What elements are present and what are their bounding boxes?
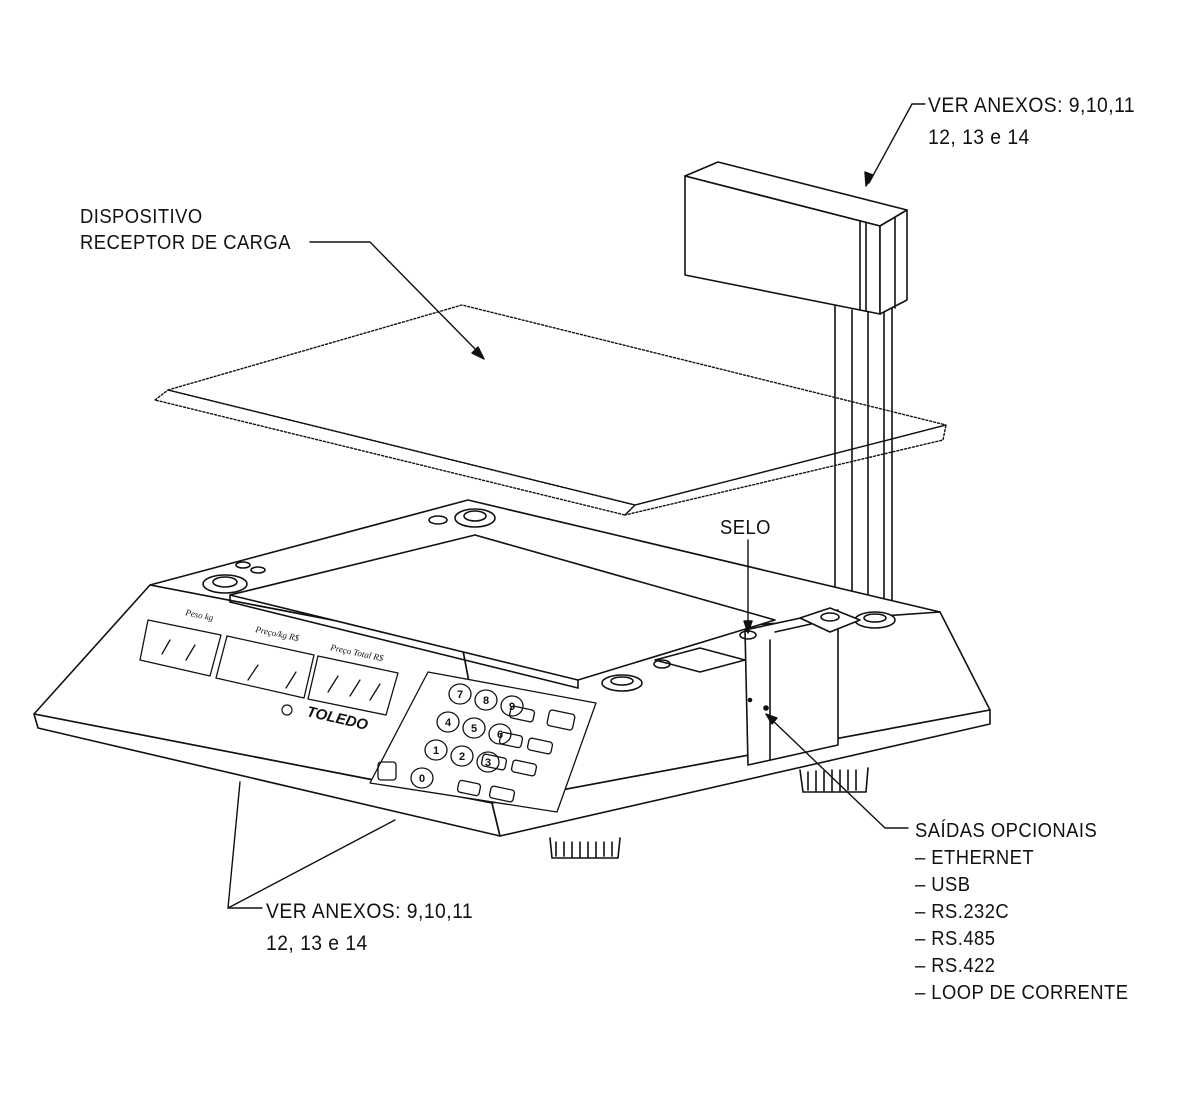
output-item: – RS.232C <box>915 901 1010 923</box>
keypad-key-shape <box>424 739 448 761</box>
selo-label: SELO <box>720 517 771 539</box>
keypad-key-label: 3 <box>485 757 491 769</box>
load-platter <box>154 304 947 516</box>
scale-feet <box>549 767 869 859</box>
keypad-key-2[interactable]: 2 <box>450 745 474 767</box>
keypad-key-4[interactable]: 4 <box>436 711 460 733</box>
keypad-key-label: 8 <box>483 695 489 707</box>
output-item: – ETHERNET <box>915 847 1035 869</box>
receptor-line2: RECEPTOR DE CARGA <box>80 232 291 254</box>
output-item: – LOOP DE CORRENTE <box>915 982 1129 1004</box>
keypad-key-shape <box>462 717 486 739</box>
receptor-label: DISPOSITIVO RECEPTOR DE CARGA <box>80 204 291 256</box>
keypad-key-label: 0 <box>419 773 425 785</box>
top-annex-line2: 12, 13 e 14 <box>928 126 1030 149</box>
keypad-key-label: 4 <box>445 717 452 729</box>
outputs-title: SAÍDAS OPCIONAIS <box>915 820 1098 842</box>
outputs-label: SAÍDAS OPCIONAIS – ETHERNET – USB – RS.2… <box>915 818 1128 1007</box>
keypad-key-label: 5 <box>471 723 477 735</box>
top-annex-line1: VER ANEXOS: 9,10,11 <box>928 94 1136 117</box>
bottom-annex-label: VER ANEXOS: 9,10,11 12, 13 e 14 <box>266 896 473 960</box>
top-annex-label: VER ANEXOS: 9,10,11 12, 13 e 14 <box>928 90 1135 154</box>
output-item: – RS.485 <box>915 928 996 950</box>
keypad-key-shape <box>450 745 474 767</box>
keypad-key-shape <box>410 767 434 789</box>
leader-lines <box>227 103 926 909</box>
output-item: – RS.422 <box>915 955 996 977</box>
keypad-key-shape <box>474 689 498 711</box>
receptor-line1: DISPOSITIVO <box>80 206 203 228</box>
keypad-key-label: 1 <box>433 745 439 757</box>
keypad-key-8[interactable]: 8 <box>474 689 498 711</box>
output-item: – USB <box>915 874 971 896</box>
front-display <box>139 619 399 716</box>
keypad-key-shape <box>436 711 460 733</box>
bottom-annex-line2: 12, 13 e 14 <box>266 932 368 955</box>
top-fixtures <box>202 508 896 692</box>
keypad-key-7[interactable]: 7 <box>448 683 472 705</box>
brand-mark-icon <box>281 704 293 716</box>
bottom-annex-line1: VER ANEXOS: 9,10,11 <box>266 900 474 923</box>
keypad-key-label: 2 <box>459 751 465 763</box>
keypad-key-0[interactable]: 0 <box>410 767 434 789</box>
keypad-key-shape <box>448 683 472 705</box>
keypad-key-5[interactable]: 5 <box>462 717 486 739</box>
keypad-key-label: 7 <box>457 689 463 701</box>
display-pole <box>834 304 893 613</box>
keypad-key-1[interactable]: 1 <box>424 739 448 761</box>
scale-base <box>33 499 991 837</box>
keypad-key-label: 6 <box>497 729 503 741</box>
rear-display-box <box>684 161 908 315</box>
